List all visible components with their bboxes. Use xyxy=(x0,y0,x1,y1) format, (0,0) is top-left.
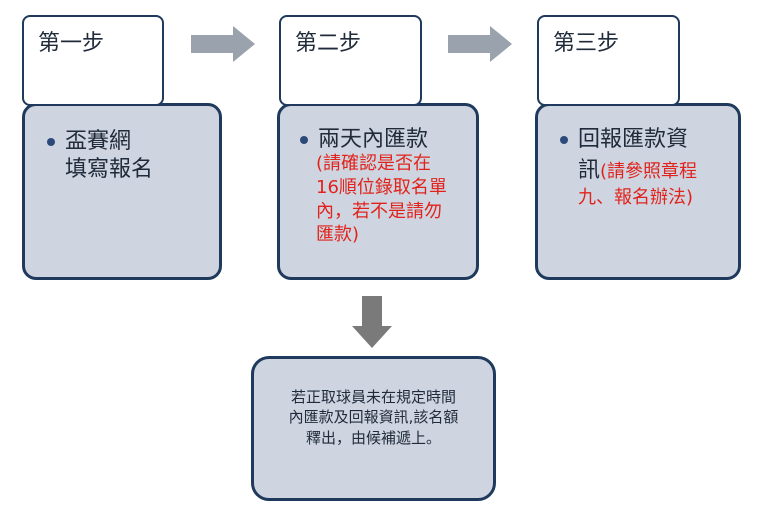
step1-bullet-text: 盃賽網 填寫報名 xyxy=(65,128,153,183)
note-line-1: 若正取球員未在規定時間 xyxy=(290,388,456,406)
step3-title-box: 第三步 xyxy=(537,15,680,106)
step2-title-box: 第二步 xyxy=(279,15,422,106)
step2-red-line-2: 16順位錄取名單 xyxy=(316,176,447,198)
step3-line-2-black: 訊 xyxy=(578,158,601,183)
note-box: 若正取球員未在規定時間 內匯款及回報資訊,該名額 釋出，由候補遞上。 xyxy=(251,356,496,501)
step1-line-1: 盃賽網 xyxy=(65,129,132,154)
step1-title-box: 第一步 xyxy=(22,15,164,106)
step3-red-line-1: 九、報名辦法) xyxy=(578,187,694,208)
step2-line-1: 兩天內匯款 xyxy=(318,127,429,152)
note-line-2: 內匯款及回報資訊,該名額 xyxy=(288,408,459,427)
step2-content-box: 兩天內匯款 (請確認是否在 16順位錄取名單 內，若不是請勿 匯款) xyxy=(277,103,479,280)
step3-mixed-line: 訊(請參照章程 xyxy=(578,157,697,185)
bullet-icon xyxy=(300,136,308,144)
step3-content-box: 回報匯款資 訊(請參照章程 九、報名辦法) xyxy=(535,103,741,280)
down-arrow-icon xyxy=(352,296,392,348)
step1-bullet-item: 盃賽網 填寫報名 xyxy=(47,128,153,183)
step2-title: 第二步 xyxy=(295,31,362,56)
step1-content-box: 盃賽網 填寫報名 xyxy=(22,103,222,280)
right-arrow-icon xyxy=(448,26,512,62)
step2-red-note: (請確認是否在 16順位錄取名單 內，若不是請勿 匯款) xyxy=(316,152,447,247)
step3-bullet-item: 回報匯款資 xyxy=(560,126,688,154)
step3-bullet-text: 回報匯款資 xyxy=(578,126,688,154)
step2-bullet-text: 兩天內匯款 xyxy=(318,126,428,154)
right-arrow-icon xyxy=(191,26,255,62)
step2-red-line-3: 內，若不是請勿 xyxy=(316,200,442,222)
note-line-3: 釋出，由候補遞上。 xyxy=(305,428,441,447)
step3-red-line: 九、報名辦法) xyxy=(578,187,693,210)
bullet-icon xyxy=(560,136,568,144)
bullet-icon xyxy=(47,138,55,146)
step2-bullet-item: 兩天內匯款 xyxy=(300,126,428,154)
step3-line-2-red: (請參照章程 xyxy=(600,161,698,182)
step2-red-line-1: (請確認是否在 xyxy=(316,153,432,174)
step2-red-line-4: 匯款) xyxy=(316,224,360,246)
step3-title: 第三步 xyxy=(553,31,620,56)
step1-line-2: 填寫報名 xyxy=(65,156,154,182)
step1-title: 第一步 xyxy=(38,31,105,56)
step3-line-1: 回報匯款資 xyxy=(578,127,689,152)
